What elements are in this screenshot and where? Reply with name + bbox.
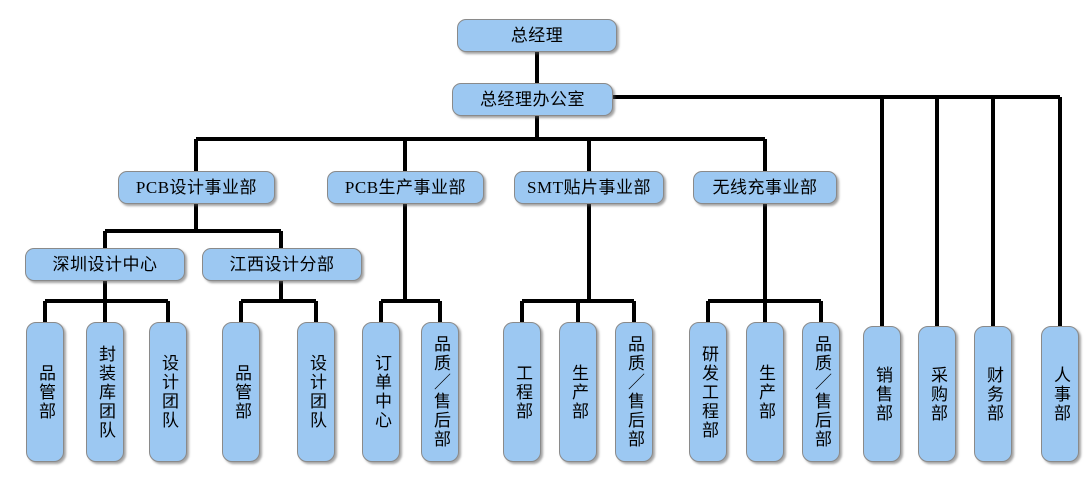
node-label: 财务部 <box>984 365 1004 423</box>
node-division-pcb-production[interactable]: PCB生产事业部 <box>327 171 484 204</box>
node-label: 品质／售后部 <box>812 335 832 449</box>
node-finance-dept[interactable]: 财务部 <box>974 326 1012 462</box>
node-label: 品管部 <box>232 363 252 421</box>
node-label: SMT贴片事业部 <box>527 178 651 197</box>
node-label: 人事部 <box>1051 365 1071 423</box>
node-wireless-rd-engineering-dept[interactable]: 研发工程部 <box>689 322 727 462</box>
node-sz-package-library-team[interactable]: 封装库团队 <box>86 322 124 462</box>
node-label: 品管部 <box>36 363 56 421</box>
node-label: 销售部 <box>873 365 893 423</box>
node-label: 设计团队 <box>159 354 179 430</box>
node-division-wireless-charging[interactable]: 无线充事业部 <box>693 171 837 204</box>
node-label: 无线充事业部 <box>712 178 818 197</box>
node-label: 品质／售后部 <box>625 335 645 449</box>
node-label: 设计团队 <box>307 354 327 430</box>
node-label: 生产部 <box>756 363 776 421</box>
node-label: 工程部 <box>513 363 533 421</box>
node-label: 品质／售后部 <box>431 335 451 449</box>
node-sz-design-team[interactable]: 设计团队 <box>149 322 187 462</box>
node-wireless-quality-aftersales-dept[interactable]: 品质／售后部 <box>802 322 840 462</box>
node-division-smt[interactable]: SMT贴片事业部 <box>514 171 664 204</box>
node-label: 生产部 <box>569 363 589 421</box>
node-general-manager[interactable]: 总经理 <box>457 19 617 52</box>
node-purchasing-dept[interactable]: 采购部 <box>918 326 956 462</box>
node-label: 深圳设计中心 <box>52 255 158 274</box>
node-sales-dept[interactable]: 销售部 <box>863 326 901 462</box>
node-wireless-production-dept[interactable]: 生产部 <box>746 322 784 462</box>
node-shenzhen-design-center[interactable]: 深圳设计中心 <box>25 248 185 281</box>
node-label: 研发工程部 <box>699 344 719 440</box>
node-jx-design-team[interactable]: 设计团队 <box>297 322 335 462</box>
node-smt-production-dept[interactable]: 生产部 <box>559 322 597 462</box>
node-label: 封装库团队 <box>96 344 116 440</box>
node-label: PCB生产事业部 <box>344 178 467 197</box>
node-pcbprod-quality-aftersales-dept[interactable]: 品质／售后部 <box>421 322 459 462</box>
node-label: PCB设计事业部 <box>135 178 258 197</box>
node-label: 订单中心 <box>372 354 392 430</box>
node-jx-quality-dept[interactable]: 品管部 <box>222 322 260 462</box>
node-smt-quality-aftersales-dept[interactable]: 品质／售后部 <box>615 322 653 462</box>
node-division-pcb-design[interactable]: PCB设计事业部 <box>118 171 275 204</box>
node-label: 总经理 <box>510 26 564 45</box>
node-label: 采购部 <box>928 365 948 423</box>
node-sz-quality-dept[interactable]: 品管部 <box>26 322 64 462</box>
node-pcbprod-order-center[interactable]: 订单中心 <box>362 322 400 462</box>
node-smt-engineering-dept[interactable]: 工程部 <box>503 322 541 462</box>
node-jiangxi-design-branch[interactable]: 江西设计分部 <box>202 248 362 281</box>
node-hr-dept[interactable]: 人事部 <box>1041 326 1079 462</box>
node-label: 总经理办公室 <box>480 90 585 109</box>
node-label: 江西设计分部 <box>229 255 335 274</box>
node-gm-office[interactable]: 总经理办公室 <box>452 83 613 116</box>
